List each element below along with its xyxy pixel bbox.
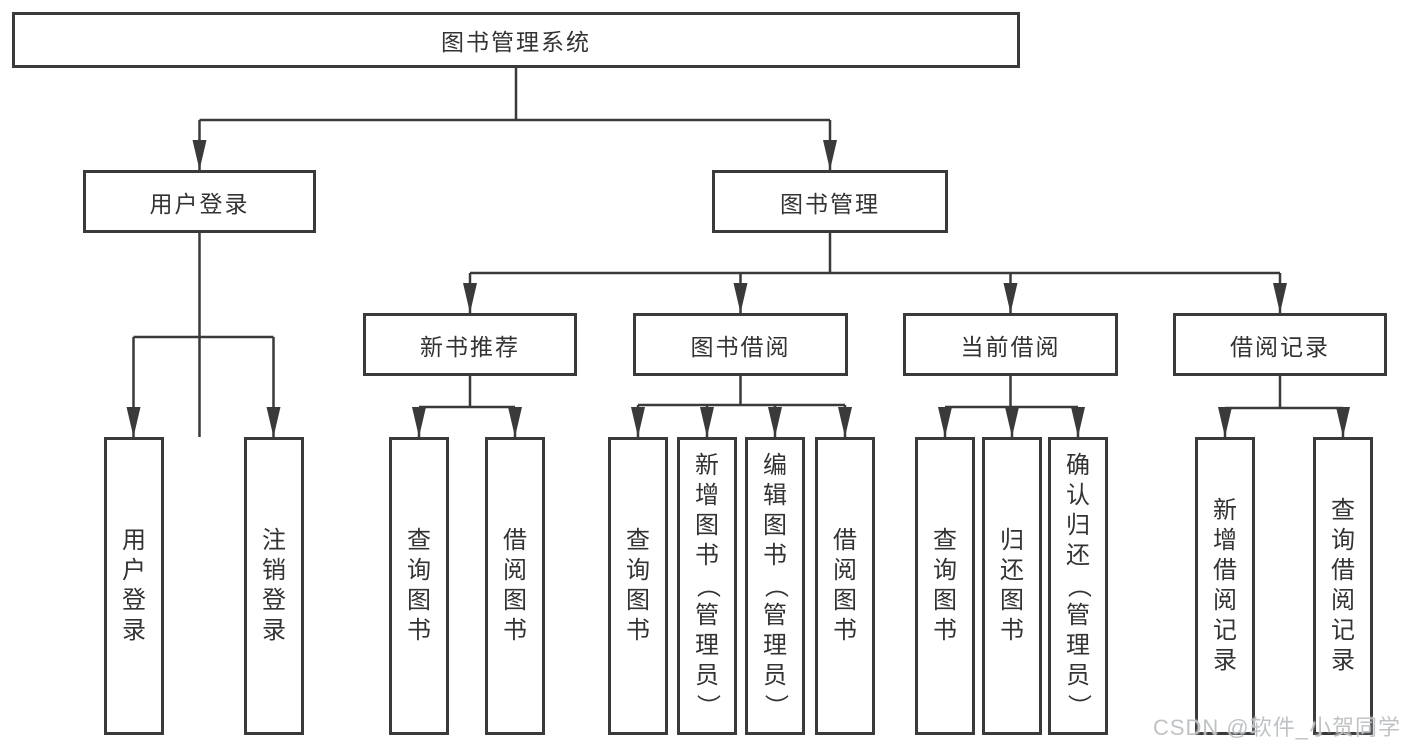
leaf-add-books-admin: 新增图书（管理员） <box>677 437 737 735</box>
node-book-management-branch: 图书管理 <box>712 170 948 233</box>
node-borrowing-records: 借阅记录 <box>1173 313 1387 376</box>
leaf-confirm-return-admin: 确认归还（管理员） <box>1048 437 1108 735</box>
tree-edges <box>132 68 1345 437</box>
leaf-query-borrow-record: 查询借阅记录 <box>1313 437 1373 735</box>
leaf-return-books: 归还图书 <box>982 437 1042 735</box>
leaf-add-borrow-record: 新增借阅记录 <box>1195 437 1255 735</box>
leaf-query-books-borrowing: 查询图书 <box>608 437 668 735</box>
arrowheads <box>126 140 1350 437</box>
leaf-borrow-books-recommend: 借阅图书 <box>485 437 545 735</box>
leaf-user-login: 用户登录 <box>104 437 164 735</box>
node-current-borrowing: 当前借阅 <box>903 313 1118 376</box>
node-book-borrowing: 图书借阅 <box>633 313 848 376</box>
leaf-edit-books-admin: 编辑图书（管理员） <box>745 437 805 735</box>
leaf-logout: 注销登录 <box>244 437 304 735</box>
leaf-query-books-recommend: 查询图书 <box>389 437 449 735</box>
node-library-management-system: 图书管理系统 <box>12 12 1020 68</box>
node-user-login-branch: 用户登录 <box>83 170 316 233</box>
leaf-borrow-books: 借阅图书 <box>815 437 875 735</box>
leaf-query-books-current: 查询图书 <box>915 437 975 735</box>
node-new-book-recommend: 新书推荐 <box>363 313 577 376</box>
csdn-watermark: CSDN @软件_小贺同学 <box>1152 715 1401 740</box>
